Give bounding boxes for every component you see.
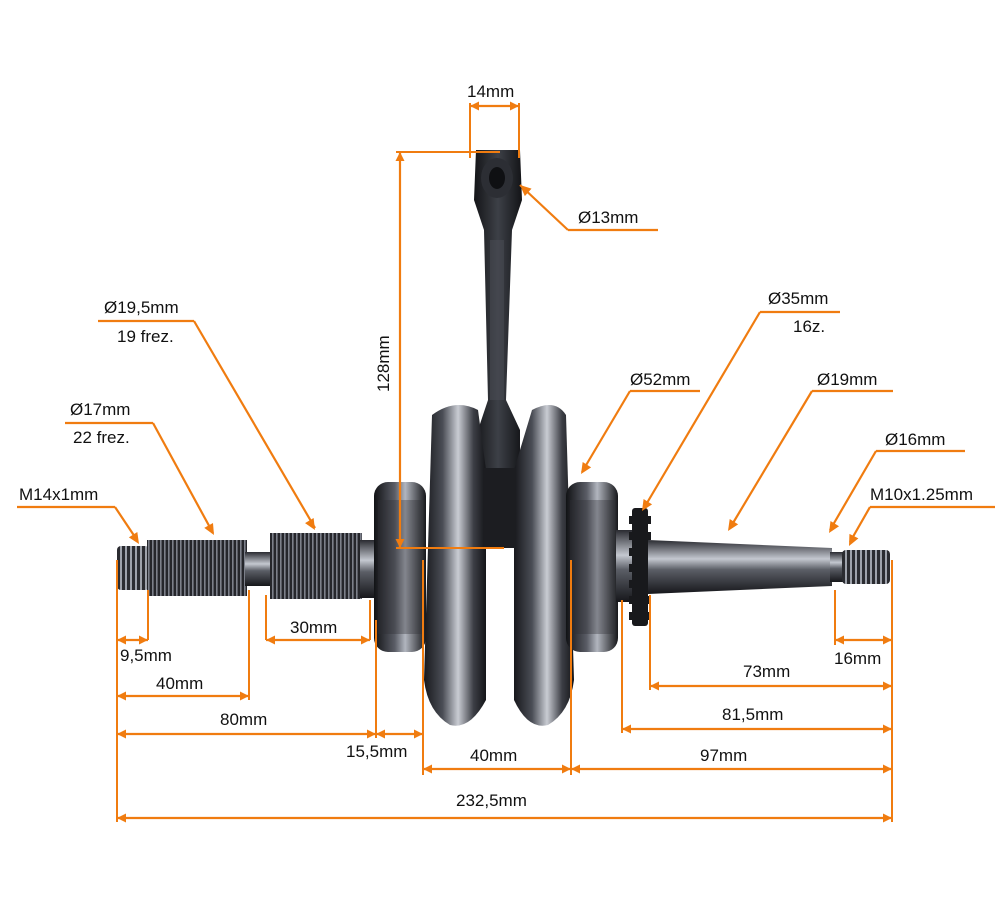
label-sprocket-teeth: 16z. — [793, 317, 825, 336]
dim-arrow-56 — [414, 729, 423, 739]
dim-arrow-62 — [883, 724, 892, 734]
dim-line-21 — [581, 390, 631, 473]
label-spline-small-teeth: 22 frez. — [73, 428, 130, 447]
dim-line-12 — [193, 320, 316, 529]
dim-arrow-61 — [622, 724, 631, 734]
label-left-thread: M14x1mm — [19, 485, 98, 504]
label-small-end: Ø13mm — [578, 208, 638, 227]
dim-arrow-53 — [117, 729, 126, 739]
dim-arrow-59 — [571, 764, 580, 774]
label-spline-small-dia: Ø17mm — [70, 400, 130, 419]
label-right-thread: M10x1.25mm — [870, 485, 973, 504]
leader-arrow-31 — [829, 521, 840, 533]
leader-arrow-28 — [728, 519, 739, 531]
dim-arrow-63 — [650, 681, 659, 691]
dim-arrow-48 — [139, 635, 148, 645]
dim-line-24 — [643, 311, 761, 509]
label-right-thread-len: 16mm — [834, 649, 881, 668]
dim-arrow-52 — [240, 691, 249, 701]
label-right-from-sprocket: 73mm — [743, 662, 790, 681]
dim-arrow-57 — [423, 764, 432, 774]
large-spline — [270, 533, 362, 599]
small-spline — [147, 540, 247, 596]
dim-arrow-60 — [883, 764, 892, 774]
label-right-from-bearing: 81,5mm — [722, 705, 783, 724]
sprocket — [629, 508, 651, 626]
dim-arrow-50 — [361, 635, 370, 645]
leader-arrow-19 — [128, 532, 139, 544]
leader-arrow-22 — [581, 462, 592, 474]
label-spline-large-len: 30mm — [290, 618, 337, 637]
label-right-shaft-len: 97mm — [700, 746, 747, 765]
dim-line-30 — [829, 450, 877, 531]
left-crank-web — [424, 405, 486, 726]
right-thread — [842, 550, 890, 584]
label-bearing-dia: Ø52mm — [630, 370, 690, 389]
leader-arrow-16 — [204, 522, 214, 535]
label-taper-dia: Ø19mm — [817, 370, 877, 389]
label-left-shaft-len: 80mm — [220, 710, 267, 729]
dim-arrow-3 — [510, 101, 519, 111]
tapered-shaft — [648, 540, 832, 594]
label-taper-end-dia: Ø16mm — [885, 430, 945, 449]
label-sprocket-dia: Ø35mm — [768, 289, 828, 308]
label-total-len: 232,5mm — [456, 791, 527, 810]
left-bearing — [374, 482, 426, 652]
labels-layer: 14mm Ø13mm 128mm Ø19,5mm 19 frez. Ø17mm … — [19, 82, 973, 810]
leader-arrow-6 — [520, 185, 532, 197]
label-conrod-length: 128mm — [374, 335, 393, 392]
crankshaft-part — [117, 150, 890, 726]
dim-arrow-47 — [117, 635, 126, 645]
dim-arrow-66 — [883, 635, 892, 645]
right-crank-web — [514, 405, 574, 726]
left-thread — [117, 546, 149, 590]
label-left-bearing-len: 15,5mm — [346, 742, 407, 761]
leader-arrow-13 — [305, 517, 315, 530]
dim-arrow-2 — [470, 101, 479, 111]
right-bearing — [566, 482, 618, 652]
dim-line-15 — [152, 422, 214, 534]
label-spline-large-teeth: 19 frez. — [117, 327, 174, 346]
dim-line-27 — [729, 390, 813, 529]
dim-arrow-55 — [376, 729, 385, 739]
dimension-layer — [17, 101, 995, 823]
dim-arrow-64 — [883, 681, 892, 691]
dim-arrow-68 — [883, 813, 892, 823]
dim-arrow-51 — [117, 691, 126, 701]
label-spline-small-len: 40mm — [156, 674, 203, 693]
dim-arrow-54 — [367, 729, 376, 739]
leader-arrow-25 — [642, 499, 653, 511]
label-crank-width: 40mm — [470, 746, 517, 765]
label-spline-large-dia: Ø19,5mm — [104, 298, 179, 317]
label-conrod-width: 14mm — [467, 82, 514, 101]
dim-arrow-9 — [395, 152, 405, 161]
dim-arrow-49 — [266, 635, 275, 645]
dim-line-18 — [114, 506, 138, 541]
label-left-thread-len: 9,5mm — [120, 646, 172, 665]
dim-arrow-58 — [562, 764, 571, 774]
leader-arrow-34 — [849, 533, 859, 546]
connecting-rod — [474, 150, 522, 520]
dim-arrow-67 — [117, 813, 126, 823]
dim-arrow-10 — [395, 539, 405, 548]
dim-arrow-65 — [835, 635, 844, 645]
